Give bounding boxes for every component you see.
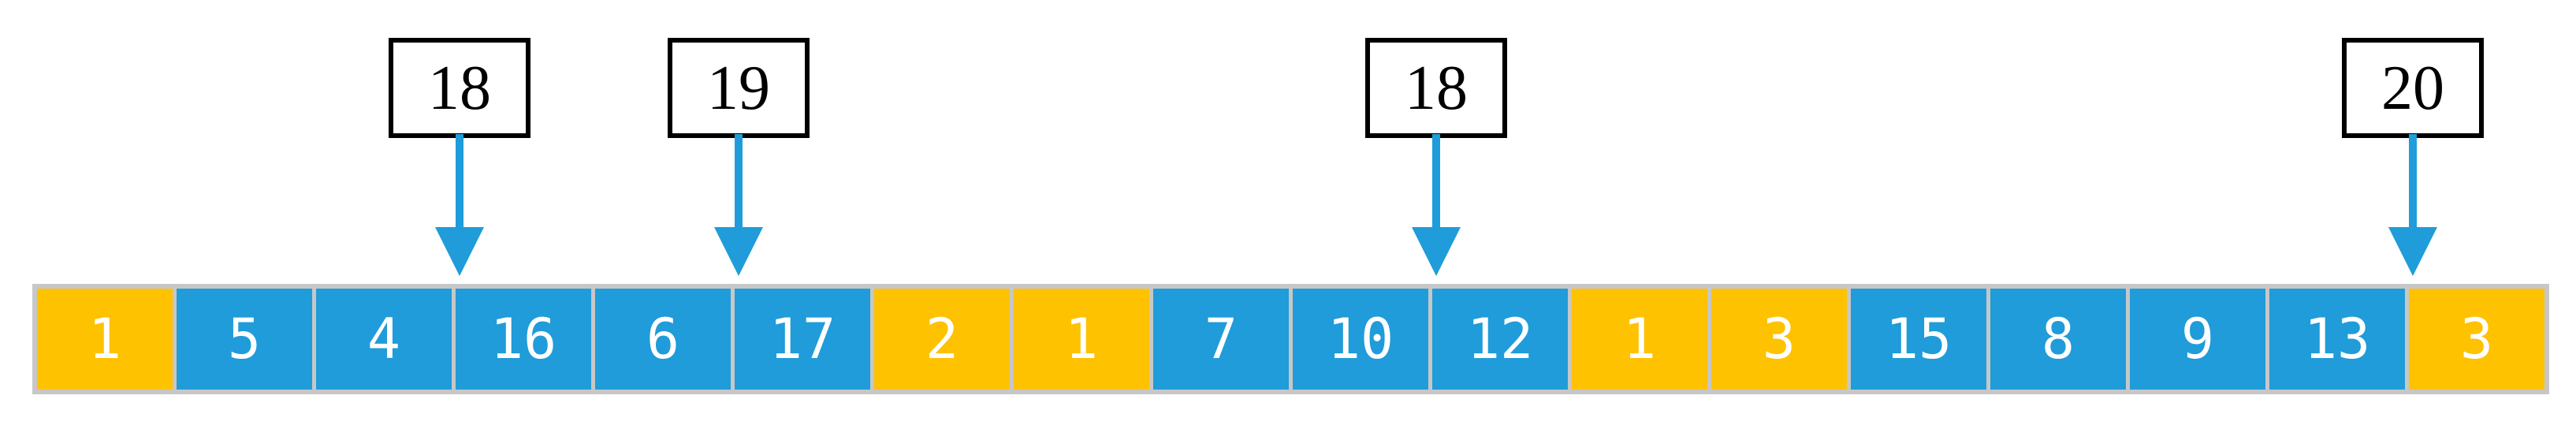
array-cell-value: 10 <box>1327 307 1394 371</box>
array-cell-12: 3 <box>1711 289 1847 390</box>
array-cell-value: 3 <box>1762 307 1796 371</box>
array-cell-value: 16 <box>490 307 557 371</box>
array-cell-value: 6 <box>646 307 680 371</box>
array-cell-11: 1 <box>1572 289 1707 390</box>
array-cell-15: 9 <box>2130 289 2265 390</box>
pointer-group-3: 20 <box>2342 38 2484 276</box>
array-cell-value: 2 <box>925 307 959 371</box>
array-cell-7: 1 <box>1014 289 1149 390</box>
arrow-down-icon <box>714 227 763 276</box>
array-cell-10: 12 <box>1432 289 1568 390</box>
array-cell-13: 15 <box>1851 289 1986 390</box>
array-cell-value: 4 <box>367 307 401 371</box>
array-cell-6: 2 <box>874 289 1010 390</box>
pointer-group-0: 18 <box>389 38 530 276</box>
pointer-value-label: 18 <box>1405 53 1468 123</box>
arrow-line <box>1432 134 1440 233</box>
array-cell-value: 9 <box>2180 307 2215 371</box>
arrow-line <box>456 134 463 233</box>
array-cell-2: 4 <box>316 289 452 390</box>
array-cell-16: 13 <box>2269 289 2405 390</box>
array-cell-1: 5 <box>177 289 312 390</box>
arrow-down-icon <box>2388 227 2437 276</box>
pointer-value-box: 19 <box>668 38 810 138</box>
pointer-value-label: 19 <box>707 53 770 123</box>
array-cell-value: 1 <box>1064 307 1099 371</box>
array-cell-value: 12 <box>1466 307 1534 371</box>
arrow-line <box>735 134 743 233</box>
array-cell-value: 5 <box>227 307 262 371</box>
array-cell-value: 8 <box>2041 307 2075 371</box>
pointer-group-2: 18 <box>1365 38 1507 276</box>
pointer-value-box: 18 <box>389 38 530 138</box>
arrow-down-icon <box>435 227 484 276</box>
array-cell-3: 16 <box>456 289 591 390</box>
arrow-down-icon <box>1412 227 1461 276</box>
array-row: 1 5 4 16 6 17 2 1 7 10 12 1 3 15 8 <box>32 284 2549 394</box>
array-cell-value: 3 <box>2459 307 2494 371</box>
arrow-line <box>2409 134 2417 233</box>
pointer-value-box: 18 <box>1365 38 1507 138</box>
pointer-group-1: 19 <box>668 38 810 276</box>
array-cell-value: 7 <box>1204 307 1238 371</box>
array-cell-4: 6 <box>595 289 731 390</box>
array-cell-value: 15 <box>1885 307 1952 371</box>
array-cell-9: 10 <box>1293 289 1428 390</box>
array-cell-8: 7 <box>1153 289 1289 390</box>
pointer-value-label: 20 <box>2381 53 2444 123</box>
array-cell-17: 3 <box>2409 289 2544 390</box>
pointer-value-label: 18 <box>428 53 491 123</box>
array-cell-value: 17 <box>769 307 836 371</box>
array-cell-0: 1 <box>37 289 173 390</box>
array-cell-value: 1 <box>87 307 122 371</box>
array-cell-value: 13 <box>2303 307 2371 371</box>
pointer-value-box: 20 <box>2342 38 2484 138</box>
array-cell-5: 17 <box>735 289 870 390</box>
array-cell-value: 1 <box>1622 307 1657 371</box>
array-cell-14: 8 <box>1990 289 2126 390</box>
